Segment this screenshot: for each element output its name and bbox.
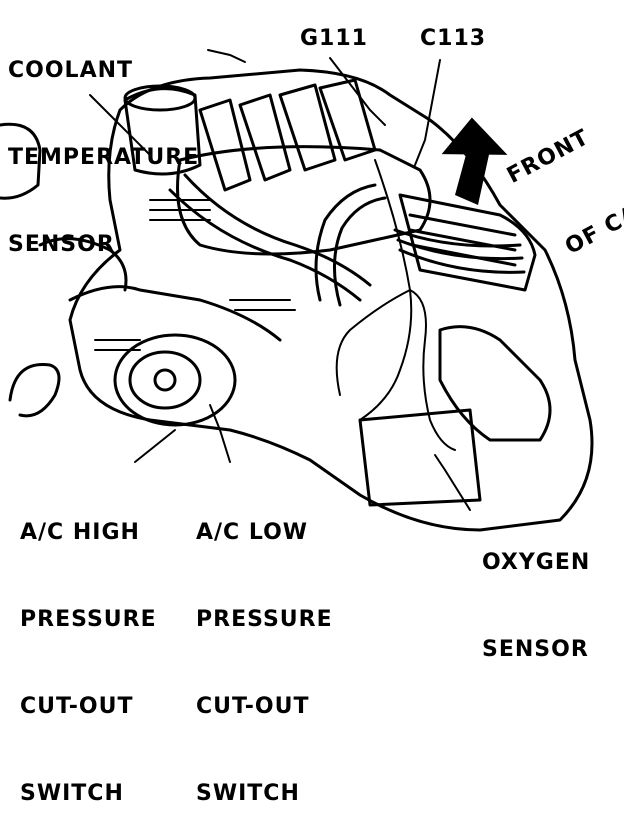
coolant-line-2: TEMPERATURE: [8, 145, 200, 170]
front-line-1: FRONT: [503, 124, 594, 189]
ac-line-2: [38, 237, 128, 292]
ac-compressor: [113, 333, 237, 427]
c113-label: C113: [420, 26, 487, 51]
front-arrow: [455, 140, 490, 205]
ac-low-line-1: A/C LOW: [196, 520, 309, 545]
c113-leader: [414, 59, 441, 166]
ac-high-line-3: CUT-OUT: [20, 694, 134, 719]
oxygen-sensor-label: OXYGEN SENSOR: [482, 490, 590, 693]
ac-line: [68, 285, 282, 342]
g111-label: G111: [300, 26, 368, 51]
engine-block-outline: [68, 68, 594, 532]
wiring-harness: [359, 159, 456, 451]
ac-compressor-hub: [153, 368, 177, 392]
ground-wire: [335, 289, 411, 396]
coolant-temperature-sensor-label: COOLANT TEMPERATURE SENSOR: [8, 0, 199, 288]
ac-high-line-2: PRESSURE: [20, 607, 157, 632]
upper-hose: [314, 183, 377, 302]
oxygen-line-1: OXYGEN: [482, 550, 591, 575]
exhaust-manifold: [438, 325, 552, 442]
left-drum: [0, 122, 42, 200]
oxygen-line-2: SENSOR: [482, 637, 589, 662]
coolant-leader: [207, 49, 246, 63]
oxygen-leader: [434, 454, 471, 511]
valve-cover: [398, 193, 537, 292]
ac-high-leader: [134, 429, 176, 463]
ac-compressor-face: [128, 350, 202, 410]
ac-low-line-2: PRESSURE: [196, 607, 333, 632]
coolant-line-1: COOLANT: [8, 58, 134, 83]
g111-leader: [329, 57, 386, 126]
intake-tube: [168, 188, 362, 302]
intake-runners: [198, 78, 377, 192]
engine-illustration: [0, 49, 594, 532]
manifold-plenum: [176, 145, 432, 256]
ac-low-line-4: SWITCH: [196, 781, 300, 806]
ac-high-line-1: A/C HIGH: [20, 520, 140, 545]
reservoir-cap: [123, 84, 197, 112]
ac-low-leader: [209, 404, 231, 463]
reservoir: [123, 87, 202, 176]
intake-tube-2: [183, 173, 372, 287]
ac-high-pressure-switch-label: A/C HIGH PRESSURE CUT-OUT SWITCH: [20, 460, 157, 837]
ac-low-line-3: CUT-OUT: [196, 694, 310, 719]
ac-low-pressure-switch-label: A/C LOW PRESSURE CUT-OUT SWITCH: [196, 460, 333, 837]
coolant-leader-2: [89, 94, 151, 156]
coolant-line-3: SENSOR: [8, 232, 115, 257]
plug-wires: [393, 228, 526, 274]
lower-left-hose: [8, 362, 61, 418]
ac-high-line-4: SWITCH: [20, 781, 124, 806]
bracket-plate: [358, 408, 482, 507]
upper-hose-2: [332, 196, 387, 307]
front-arrowhead: [441, 117, 508, 155]
hatching: [94, 199, 296, 351]
front-line-2: OF CAR: [561, 191, 624, 260]
